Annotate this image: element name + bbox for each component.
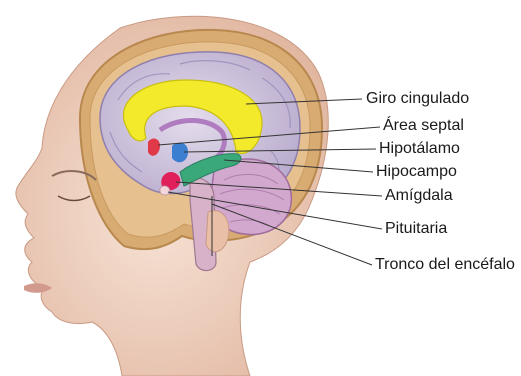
- label-cingulate-gyrus: Giro cingulado: [366, 90, 469, 108]
- pituitary: [160, 186, 170, 195]
- ear: [206, 211, 229, 252]
- label-brainstem: Tronco del encéfalo: [375, 256, 515, 274]
- label-hypothalamus: Hipotálamo: [379, 140, 460, 158]
- label-septal-area: Área septal: [383, 117, 464, 135]
- label-pituitary: Pituitaria: [385, 220, 447, 238]
- label-hippocampus: Hipocampo: [376, 163, 457, 181]
- label-amygdala: Amígdala: [385, 187, 453, 205]
